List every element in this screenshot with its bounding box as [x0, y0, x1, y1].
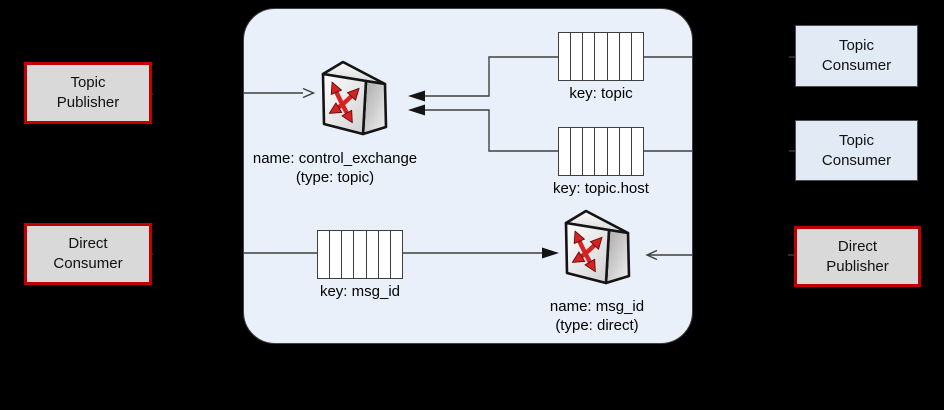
node-topic-consumer-2: Topic Consumer: [795, 120, 918, 181]
queue-topic-label: key: topic: [569, 85, 633, 102]
direct-exchange-label: name: msg_id (type: direct): [512, 297, 682, 335]
node-direct-consumer-label: Direct Consumer: [53, 235, 123, 272]
queue-cell: [379, 231, 391, 278]
arrowhead-filled-topic-host-into-exchange: [408, 104, 425, 116]
node-direct-publisher-label: Direct Publisher: [826, 237, 889, 275]
node-topic-consumer-1-label: Topic Consumer: [821, 37, 892, 74]
arrowhead-filled-into-direct-exchange: [542, 247, 559, 259]
topic-exchange-icon: [323, 62, 386, 134]
arrowhead-filled-topic-into-exchange: [408, 90, 425, 102]
direct-exchange-name: name: msg_id: [549, 298, 645, 315]
node-direct-publisher: Direct Publisher: [794, 226, 921, 287]
queue-cell: [342, 231, 355, 278]
queue-cell: [583, 128, 596, 175]
node-topic-publisher: Topic Publisher: [24, 62, 152, 124]
queue-cell: [620, 33, 632, 80]
queue-cell: [559, 33, 572, 80]
control-exchange-name: name: control_exchange: [252, 150, 418, 167]
queue-cell: [571, 128, 584, 175]
node-topic-consumer-1: Topic Consumer: [795, 25, 918, 87]
queue-cell: [391, 231, 402, 278]
queue-cell: [595, 33, 608, 80]
control-exchange-label: name: control_exchange (type: topic): [245, 149, 425, 187]
queue-cell: [608, 33, 620, 80]
queue-cell: [571, 33, 584, 80]
queue-msg-id: [317, 230, 403, 279]
arrowhead-open-into-control-exchange: [302, 87, 316, 99]
queue-cell: [354, 231, 367, 278]
queue-topic-host-label: key: topic.host: [553, 180, 649, 197]
connector-queue-topic-to-exchange: [425, 56, 558, 97]
queue-cell: [632, 128, 643, 175]
queue-cell: [367, 231, 379, 278]
queue-topic: [558, 32, 644, 81]
queue-msg-id-label: key: msg_id: [319, 283, 401, 300]
direct-exchange-type: (type: direct): [555, 317, 639, 334]
node-direct-consumer: Direct Consumer: [24, 223, 152, 285]
queue-cell: [620, 128, 632, 175]
queue-cell: [318, 231, 331, 278]
queue-cell: [583, 33, 596, 80]
queue-cell: [330, 231, 343, 278]
queue-topic-host: [558, 127, 644, 176]
queue-cell: [632, 33, 643, 80]
direct-exchange-icon: [566, 211, 629, 283]
queue-cell: [559, 128, 572, 175]
node-topic-publisher-label: Topic Publisher: [56, 74, 120, 111]
queue-cell: [608, 128, 620, 175]
control-exchange-type: (type: topic): [295, 169, 375, 186]
connector-queue-topic-host-to-exchange: [425, 109, 558, 152]
arrowhead-open-into-direct-exchange: [645, 249, 658, 261]
node-topic-consumer-2-label: Topic Consumer: [821, 131, 892, 169]
queue-cell: [595, 128, 608, 175]
